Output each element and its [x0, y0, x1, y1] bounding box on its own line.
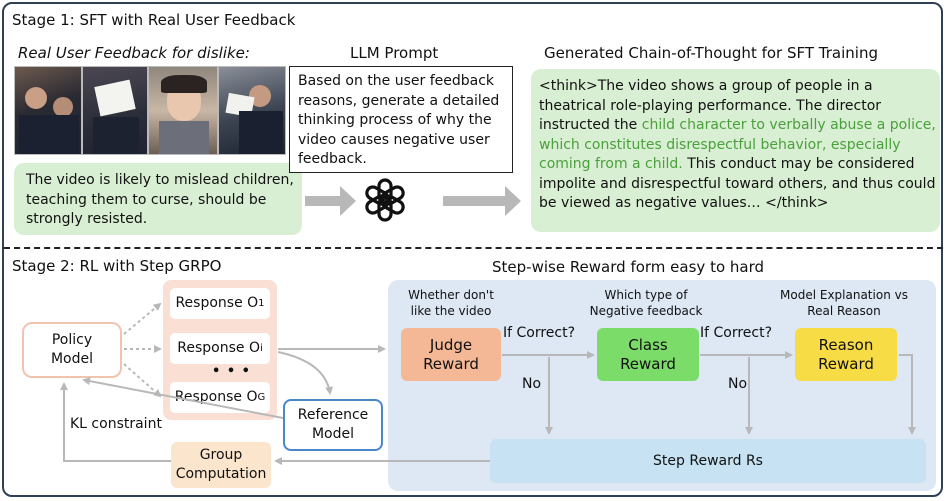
feedback-to-llm-arrow: [305, 186, 356, 216]
reference-to-policy-arrow: [82, 377, 284, 419]
policy-to-responseg-arrow: [123, 363, 162, 398]
cot-highlight: child character to verbally abuse a poli…: [539, 117, 936, 172]
no-label-2: No: [728, 376, 748, 392]
cot-text: <think>The video shows a group of people…: [539, 77, 937, 214]
judge-reward-box: Judge Reward: [401, 328, 501, 381]
reason-description: Model Explanation vs Real Reason: [780, 288, 908, 318]
prompt-title: LLM Prompt: [350, 44, 439, 62]
video-thumbnail-3: [148, 66, 218, 155]
cot-box: <think>The video shows a group of people…: [531, 69, 940, 232]
judge-description: Whether don't like the video: [408, 288, 494, 318]
no-label-1: No: [522, 376, 542, 392]
reason-to-step-arrow: [899, 354, 916, 435]
group-computation-box: Group Computation: [171, 442, 271, 488]
policy-model-box: Policy Model: [22, 322, 122, 378]
video-thumbnail-4: [218, 66, 286, 155]
cot-title: Generated Chain-of-Thought for SFT Train…: [544, 44, 878, 62]
reward-title: Step-wise Reward form easy to hard: [492, 258, 765, 276]
if-correct-label-1: If Correct?: [503, 325, 576, 341]
kl-constraint-label: KL constraint: [70, 416, 162, 432]
cot-text-part2: This conduct may be considered impolite …: [539, 156, 936, 211]
class-reward-box: Class Reward: [597, 328, 699, 381]
feedback-box: The video is likely to mislead children,…: [14, 163, 302, 235]
video-thumbnail-2: [82, 66, 148, 155]
stage-divider: [4, 247, 943, 249]
step-reward-bar: Step Reward Rs: [490, 439, 926, 483]
feedback-title: Real User Feedback for dislike:: [18, 44, 250, 62]
video-thumbnail-1: [14, 66, 82, 155]
llm-logo-icon: [365, 178, 405, 222]
stage1-title: Stage 1: SFT with Real User Feedback: [12, 11, 296, 29]
reference-model-box: Reference Model: [283, 399, 383, 451]
reason-reward-box: Reason Reward: [795, 328, 897, 381]
stage2-title: Stage 2: RL with Step GRPO: [12, 257, 222, 275]
response-ellipsis: • • •: [212, 364, 251, 379]
prompt-text: Based on the user feedback reasons, gene…: [298, 73, 500, 167]
cot-text-part1: <think>The video shows a group of people…: [539, 78, 882, 133]
feedback-text: The video is likely to mislead children,…: [26, 172, 294, 227]
responses-to-reference-arrow: [277, 351, 333, 395]
llm-to-cot-arrow: [443, 186, 521, 216]
policy-to-response1-arrow: [123, 302, 162, 335]
prompt-box: Based on the user feedback reasons, gene…: [289, 66, 513, 173]
if-correct-label-2: If Correct?: [700, 325, 773, 341]
group-to-policy-line: [60, 382, 171, 462]
class-description: Which type of Negative feedback: [589, 288, 703, 318]
